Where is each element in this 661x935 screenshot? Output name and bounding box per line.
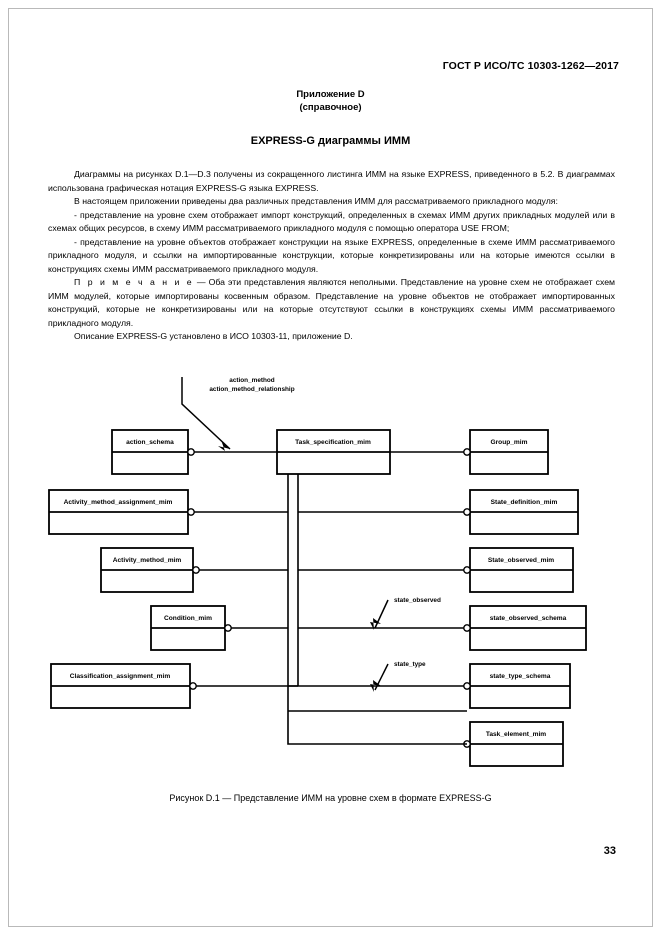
paragraph-2: В настоящем приложении приведены два раз… [74, 196, 558, 206]
entity-box-state-definition-mim: State_definition_mim [463, 489, 579, 535]
port-circle-state-observed-mim [463, 566, 471, 574]
entity-label-state-definition-mim: State_definition_mim [491, 499, 558, 506]
port-circle-state-type-schema [463, 682, 471, 690]
connector-lines [188, 451, 467, 712]
entity-label-group-mim: Group_mim [490, 439, 527, 446]
entity-label-action-schema: action_schema [126, 439, 174, 446]
entity-box-activity-method-mim: Activity_method_mim [100, 547, 200, 593]
entity-label-state-observed-mim: State_observed_mim [488, 557, 554, 564]
annex-title: EXPRESS-G диаграммы ИММ [250, 135, 411, 147]
entity-box-action-schema: action_schema [111, 429, 195, 475]
paragraph-3: - представление на уровне схем отображае… [48, 209, 615, 234]
entity-label-task-element-mim: Task_element_mim [486, 731, 546, 738]
port-circle-action-schema [187, 448, 195, 456]
express-g-diagram: action_method action_method_relationship… [40, 374, 620, 784]
figure-caption: Рисунок D.1 — Представление ИММ на уровн… [169, 793, 492, 803]
port-circle-condition-mim [224, 624, 232, 632]
entity-box-condition-mim: Condition_mim [150, 605, 232, 651]
relationship-label-action-method-relationship: action_method_relationship [209, 386, 294, 393]
page-number: 33 [603, 845, 616, 857]
entity-label-state-observed-schema: state_observed_schema [490, 615, 567, 622]
entity-box-classification-assignment-mim: Classification_assignment_mim [50, 663, 197, 709]
paragraph-1: Диаграммы на рисунках D.1—D.3 получены и… [48, 169, 615, 193]
leader-state-observed [374, 599, 389, 629]
entity-label-classification-assignment-mim: Classification_assignment_mim [70, 673, 171, 680]
port-circle-classification-assignment-mim [189, 682, 197, 690]
entity-label-activity-method-assignment-mim: Activity_method_assignment_mim [64, 499, 173, 506]
entity-label-state-type-schema: state_type_schema [490, 673, 551, 680]
arrowhead-state-observed [370, 618, 381, 630]
entity-box-task-element-mim: Task_element_mim [463, 721, 564, 767]
arrowhead-state-type [370, 680, 381, 692]
entity-box-state-observed-mim: State_observed_mim [463, 547, 574, 593]
standard-header: ГОСТ Р ИСО/ТС 10303-1262—2017 [442, 60, 619, 72]
paragraph-4: - представление на уровне объектов отобр… [48, 236, 615, 274]
port-circle-activity-method-mim [192, 566, 200, 574]
entity-box-activity-method-assignment-mim: Activity_method_assignment_mim [48, 489, 195, 535]
relationship-label-state-type: state_type [394, 661, 426, 668]
relationship-label-state-observed: state_observed [394, 597, 441, 604]
leader-state-type [374, 663, 389, 691]
entity-label-task-specification-mim: Task_specification_mim [295, 439, 371, 446]
port-circle-state-definition-mim [463, 508, 471, 516]
port-circle-state-observed-schema [463, 624, 471, 632]
link-task-element-elbow [287, 711, 467, 745]
entity-label-activity-method-mim: Activity_method_mim [113, 557, 182, 564]
arrowhead-action-method [218, 440, 230, 451]
entity-box-state-type-schema: state_type_schema [463, 663, 571, 709]
annex-heading: Приложение D (справочное) [0, 88, 661, 114]
port-circle-group-mim [463, 448, 471, 456]
entity-box-state-observed-schema: state_observed_schema [463, 605, 587, 651]
entity-box-group-mim: Group_mim [463, 429, 549, 475]
leader-action-method [181, 377, 231, 450]
entity-box-task-specification-mim: Task_specification_mim [276, 429, 391, 475]
annex-kind: (справочное) [299, 102, 362, 113]
relationship-label-action-method: action_method [229, 377, 275, 384]
entity-label-condition-mim: Condition_mim [164, 615, 212, 622]
body-text: Диаграммы на рисунках D.1—D.3 получены и… [48, 168, 615, 344]
relationship-leaders [181, 377, 389, 691]
note-paragraph: П р и м е ч а н и е — Оба эти представле… [48, 276, 615, 330]
paragraph-5: Описание EXPRESS-G установлено в ИСО 103… [74, 331, 353, 341]
annex-number: Приложение D [296, 89, 365, 100]
note-label: П р и м е ч а н и е [74, 277, 194, 287]
relationship-arrowheads [218, 440, 381, 692]
note-body: — Оба эти представления являются неполны… [48, 277, 615, 328]
port-circle-activity-method-assignment-mim [187, 508, 195, 516]
